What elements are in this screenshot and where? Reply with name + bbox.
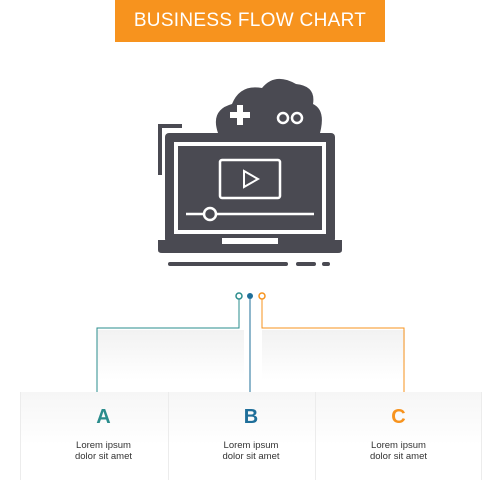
step-b-box: B Lorem ipsum dolor sit amet: [168, 392, 334, 480]
video-player-icon: [218, 158, 282, 200]
progress-knob-icon: [202, 206, 218, 222]
step-a-dot: [235, 292, 243, 300]
step-c-box: C Lorem ipsum dolor sit amet: [315, 392, 482, 480]
cloud-icon: [215, 78, 322, 133]
step-a-text: Lorem ipsum dolor sit amet: [74, 440, 133, 462]
step-b-letter: B: [243, 406, 259, 428]
page-title: BUSINESS FLOW CHART: [133, 10, 367, 31]
step-b-text: Lorem ipsum dolor sit amet: [222, 440, 280, 462]
laptop-icon: [158, 133, 342, 253]
step-b-dot: [247, 293, 253, 299]
step-c-text: Lorem ipsum dolor sit amet: [369, 440, 428, 462]
step-a-letter: A: [96, 406, 111, 428]
button-circle-icon: [276, 111, 290, 125]
title-banner: BUSINESS FLOW CHART: [115, 0, 385, 42]
step-a-box: A Lorem ipsum dolor sit amet: [20, 392, 187, 480]
play-icon: [243, 169, 261, 189]
step-c-letter: C: [391, 406, 406, 428]
step-c-dot: [258, 292, 266, 300]
